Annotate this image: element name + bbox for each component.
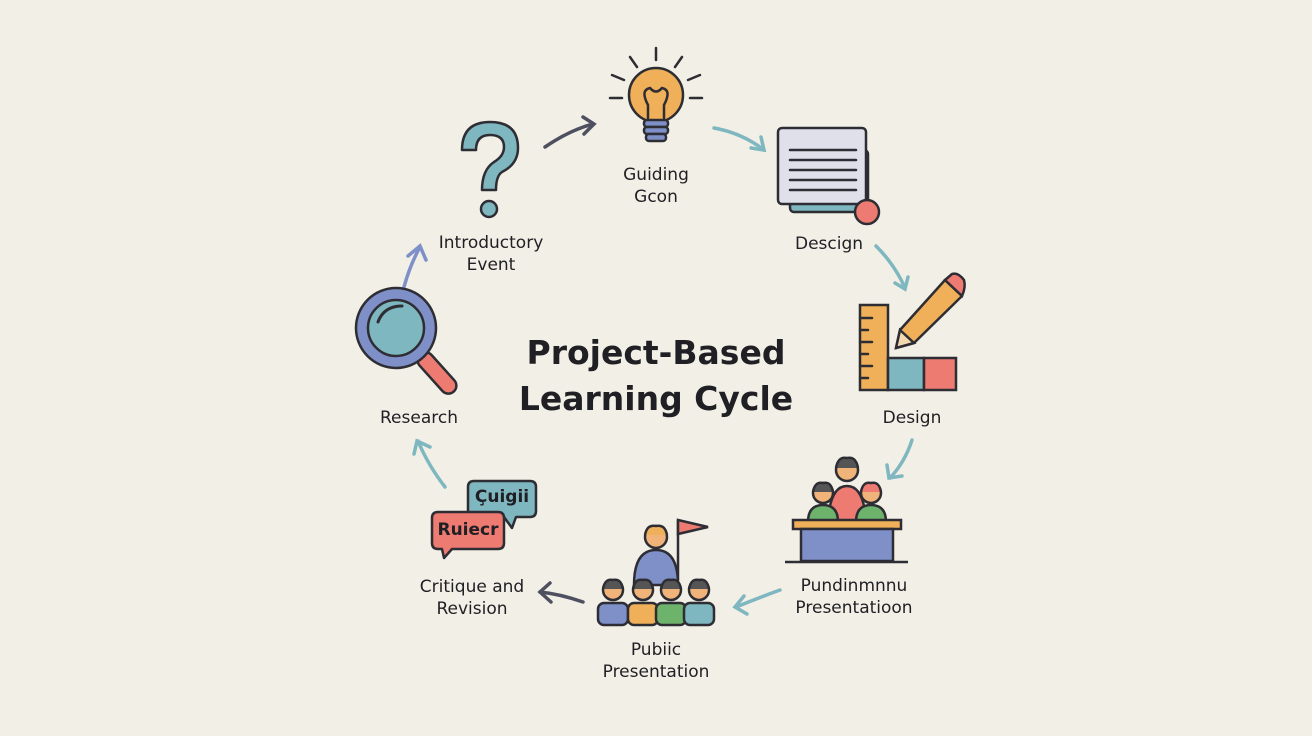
label-line: Descign xyxy=(794,234,864,254)
magnifier-icon xyxy=(354,286,458,395)
arrow-2 xyxy=(712,126,766,152)
diagram-title: Project-Based Learning Cycle xyxy=(519,330,793,422)
arrow-1 xyxy=(543,122,595,149)
label-line: Research xyxy=(380,408,458,428)
stage-label-design: Design xyxy=(883,407,942,429)
label-line: Guiding xyxy=(623,165,689,185)
label-line: Critique and xyxy=(419,577,525,597)
arrow-6 xyxy=(538,590,585,604)
lightbulb-icon xyxy=(608,46,704,143)
ruler-pencil-icon xyxy=(858,272,966,392)
stage-label-research: Research xyxy=(380,407,458,429)
audience-presenter-icon xyxy=(596,518,716,627)
label-line: Revision xyxy=(436,599,508,619)
stage-label-descign: Descign xyxy=(795,233,863,255)
document-icon xyxy=(776,126,881,226)
bubble-bottom-text: Ruiecr xyxy=(437,520,499,540)
arrow-8 xyxy=(402,245,422,289)
label-line: Gcon xyxy=(634,187,678,207)
label-line: Event xyxy=(466,255,516,275)
arrow-7 xyxy=(416,439,447,489)
title-line-2: Learning Cycle xyxy=(518,379,794,418)
label-line: Pundinmnnu xyxy=(800,576,908,596)
arrow-5 xyxy=(734,588,782,609)
title-line-1: Project-Based xyxy=(526,333,786,372)
bubble-top-text: Çuigii xyxy=(474,487,530,507)
label-line: Presentation xyxy=(602,662,710,682)
speech-bubbles-icon xyxy=(430,479,538,560)
arrow-3 xyxy=(874,244,907,290)
question-mark-icon xyxy=(460,120,520,219)
label-line: Design xyxy=(882,408,942,428)
group-desk-icon xyxy=(785,456,908,564)
label-line: Pubiic xyxy=(630,640,682,660)
label-line: Presentatioon xyxy=(795,598,913,618)
label-line: Introductory xyxy=(438,233,544,253)
arrow-4 xyxy=(888,438,914,480)
